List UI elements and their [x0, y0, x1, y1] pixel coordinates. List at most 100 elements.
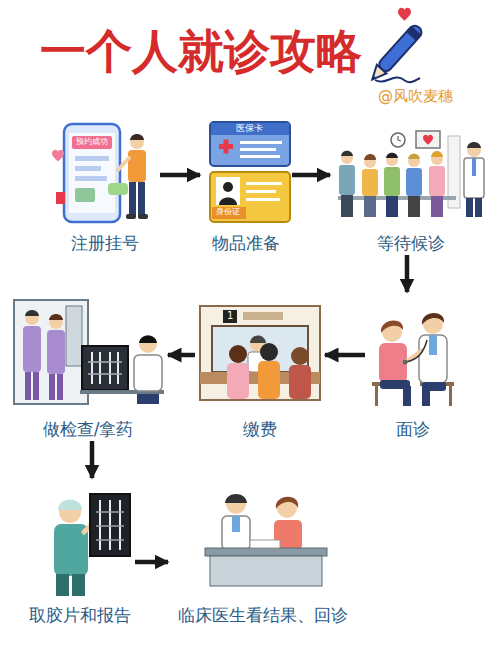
consultation-illustration-part [419, 335, 447, 383]
waiting-room-illustration-part [408, 196, 420, 217]
card-illustration-part [210, 172, 290, 222]
card-illustration-part [246, 182, 282, 185]
phone-illustration-part [75, 176, 107, 181]
examination-illustration-part [134, 355, 162, 391]
examination-illustration-part [49, 314, 63, 320]
card-illustration-part [224, 140, 229, 154]
waiting-room-illustration-part [431, 196, 443, 217]
examination-illustration-part [49, 315, 63, 329]
phone-illustration-part [108, 183, 128, 195]
card-illustration-part [212, 207, 246, 219]
step-node: 临床医生看结果、回诊 [168, 478, 358, 627]
phone-illustration-part [138, 182, 145, 216]
film-report-illustration-part [100, 500, 120, 550]
payment-window-illustration-part [250, 336, 266, 344]
film-report-illustration-part [72, 574, 85, 596]
card-illustration-part [246, 190, 276, 193]
examination-illustration-part [57, 374, 63, 400]
examination-illustration-part [14, 300, 88, 404]
waiting-room-illustration-part [362, 169, 378, 196]
phone-illustration-part [128, 150, 146, 182]
examination-illustration-part [25, 310, 39, 316]
consultation-illustration-part [429, 335, 437, 355]
consultation-illustration-part [422, 389, 430, 406]
film-report-illustration-part [58, 500, 82, 511]
pen-icon-part [367, 23, 424, 84]
consultation-illustration-part [403, 386, 411, 406]
card-illustration-part [240, 148, 276, 151]
phone-illustration-part [138, 214, 148, 219]
flow-arrow [292, 173, 330, 178]
payment-window-illustration-part [200, 306, 320, 400]
step-node: 取胶片和报告 [25, 478, 135, 627]
waiting-room-illustration-part [364, 154, 376, 160]
waiting-room-illustration-part [475, 198, 482, 217]
waiting-room-illustration-part [466, 198, 473, 217]
phone-illustration-part [118, 158, 129, 170]
step-caption: 缴费 [195, 416, 325, 441]
film-report-illustration-part [96, 512, 124, 540]
examination-illustration-part [92, 352, 118, 384]
step-caption: 临床医生看结果、回诊 [168, 602, 358, 627]
step-caption: 面诊 [365, 416, 460, 441]
payment-window-illustration-part [227, 363, 249, 399]
doctor-review-illustration-part [226, 494, 246, 514]
examination-illustration-part [139, 336, 157, 344]
diagram-title: 一个人就诊攻略 [40, 24, 362, 79]
illustration-text: 医保卡 [236, 123, 263, 133]
step-caption: 物品准备 [200, 230, 292, 255]
flow-arrow [405, 255, 410, 292]
doctor-review-illustration-part [205, 548, 327, 556]
doctor-review-illustration-part [225, 494, 247, 503]
waiting-room-illustration-part [386, 196, 398, 217]
consultation-illustration-part [422, 313, 444, 325]
illustration-text: 1 [227, 310, 233, 322]
phone-illustration-part [56, 192, 65, 204]
waiting-room-illustration-part [464, 158, 484, 198]
examination-illustration-part [33, 372, 39, 400]
step-caption: 等待候诊 [330, 230, 492, 255]
consultation-illustration-part [449, 386, 452, 406]
phone-illustration-part [75, 166, 101, 171]
illustration-text: 身份证 [216, 207, 240, 216]
examination-illustration-part [137, 394, 159, 404]
waiting-room-illustration-part [384, 167, 400, 196]
watermark: @风吹麦穗 [378, 88, 453, 105]
card-illustration-part [240, 141, 282, 144]
pen-icon-part [375, 77, 420, 82]
waiting-room-illustration-part [341, 151, 353, 156]
consultation-illustration-part [379, 343, 407, 383]
phone-illustration [52, 124, 148, 222]
step-node: 做检查/拿药 [8, 292, 168, 441]
payment-window-illustration-part [260, 343, 278, 361]
payment-window-illustration-part [258, 361, 280, 399]
waiting-room-illustration-part [431, 151, 443, 157]
examination-illustration [14, 300, 164, 404]
doctor-review-illustration [205, 494, 327, 586]
waiting-room-illustration-part [386, 153, 398, 158]
consultation-illustration-part [381, 321, 403, 333]
flow-arrow [135, 560, 168, 565]
examination-illustration-part [82, 346, 128, 390]
examination-illustration-part [88, 362, 122, 374]
illustration-text: 预约成功 [76, 137, 108, 146]
card-illustration-part [246, 198, 280, 201]
waiting-room-illustration-part [364, 196, 376, 217]
card-illustration [210, 122, 290, 222]
examination-illustration-part [25, 372, 31, 400]
examination-illustration-part [23, 326, 41, 372]
step-node: 等待候诊 [330, 118, 492, 255]
waiting-room-illustration-part [429, 166, 445, 196]
phone-illustration-part [130, 135, 144, 149]
pen-icon-part-part [377, 23, 424, 73]
step-caption: 注册挂号 [50, 230, 160, 255]
examination-illustration-part [25, 311, 39, 325]
step-node: 缴费 [195, 292, 325, 441]
step-node: 面诊 [365, 292, 460, 441]
waiting-room-illustration-part [472, 158, 476, 176]
payment-window-illustration-part [223, 310, 237, 323]
pen-icon-part [398, 8, 411, 21]
phone-illustration-part [69, 133, 115, 213]
doctor-review-illustration-part [210, 556, 322, 586]
